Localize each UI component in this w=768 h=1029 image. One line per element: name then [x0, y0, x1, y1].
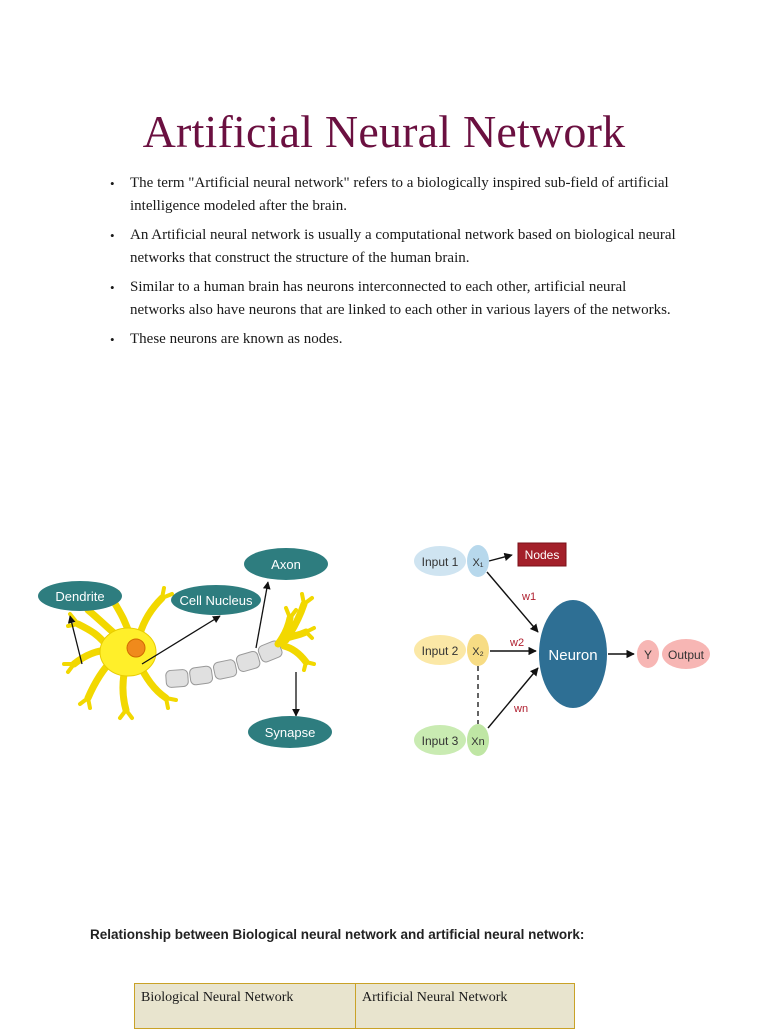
bullet-marker: • — [110, 176, 115, 191]
bullet-marker: • — [110, 332, 115, 347]
comparison-table: Biological Neural Network Artificial Neu… — [134, 983, 575, 1029]
weight-w1-label: w1 — [521, 591, 536, 603]
artificial-neuron-figure: Input 1 Input 2 Input 3 X₁ X₂ Xn Nodes w… — [414, 542, 710, 756]
axon-terminal — [274, 592, 316, 672]
x1-label: X₁ — [472, 557, 483, 569]
input-1-label: Input 1 — [422, 555, 459, 569]
weight-wn-label: wn — [513, 703, 528, 715]
table-header-artificial: Artificial Neural Network — [355, 983, 575, 1029]
biological-neuron-figure: Dendrite Cell Nucleus Axon Synapse — [38, 548, 332, 748]
table-header-row: Biological Neural Network Artificial Neu… — [134, 983, 575, 1029]
x2-node: X₂ — [467, 634, 489, 666]
cell-nucleus-label-text: Cell Nucleus — [180, 593, 253, 608]
bullet-text: An Artificial neural network is usually … — [130, 227, 676, 266]
output-label: Output — [668, 648, 705, 662]
y-label: Y — [644, 648, 652, 662]
output-node: Output — [662, 639, 710, 669]
nodes-label: Nodes — [525, 548, 560, 562]
bullet-text: These neurons are known as nodes. — [130, 331, 343, 347]
bullet-item: • The term "Artificial neural network" re… — [108, 172, 678, 218]
axon-label-text: Axon — [271, 557, 301, 572]
bullet-text: The term "Artificial neural network" ref… — [130, 175, 669, 214]
table-header-biological: Biological Neural Network — [134, 983, 356, 1029]
bullet-item: • These neurons are known as nodes. — [108, 328, 678, 351]
neuron-node: Neuron — [539, 600, 607, 708]
page-title: Artificial Neural Network — [142, 106, 626, 157]
bullet-marker: • — [110, 228, 115, 243]
input-3-node: Input 3 — [414, 725, 466, 755]
y-node: Y — [637, 640, 659, 668]
bullet-item: • Similar to a human brain has neurons in… — [108, 276, 678, 322]
dendrite-label-text: Dendrite — [55, 589, 104, 604]
bullet-item: • An Artificial neural network is usually… — [108, 224, 678, 270]
input-2-node: Input 2 — [414, 635, 466, 665]
bullet-list: • The term "Artificial neural network" re… — [108, 172, 678, 357]
dendrite-label: Dendrite — [38, 581, 122, 611]
nodes-box: Nodes — [517, 542, 567, 567]
x2-label: X₂ — [472, 646, 484, 658]
relationship-heading: Relationship between Biological neural n… — [90, 927, 585, 942]
x1-node: X₁ — [467, 545, 489, 577]
bullet-marker: • — [110, 280, 115, 295]
axon-label: Axon — [244, 548, 328, 580]
synapse-label-text: Synapse — [265, 725, 316, 740]
synapse-label: Synapse — [248, 716, 332, 748]
xn-node: Xn — [467, 724, 489, 756]
cell-nucleus-label: Cell Nucleus — [171, 585, 261, 615]
cell-nucleus — [126, 638, 146, 658]
bullet-text: Similar to a human brain has neurons int… — [130, 279, 671, 318]
weight-w2-label: w2 — [509, 637, 524, 649]
input-2-label: Input 2 — [422, 644, 459, 658]
xn-label: Xn — [471, 736, 484, 748]
axon-shaft — [165, 640, 283, 688]
input-3-label: Input 3 — [422, 734, 459, 748]
neuron-label: Neuron — [548, 647, 597, 664]
input-1-node: Input 1 — [414, 546, 466, 576]
